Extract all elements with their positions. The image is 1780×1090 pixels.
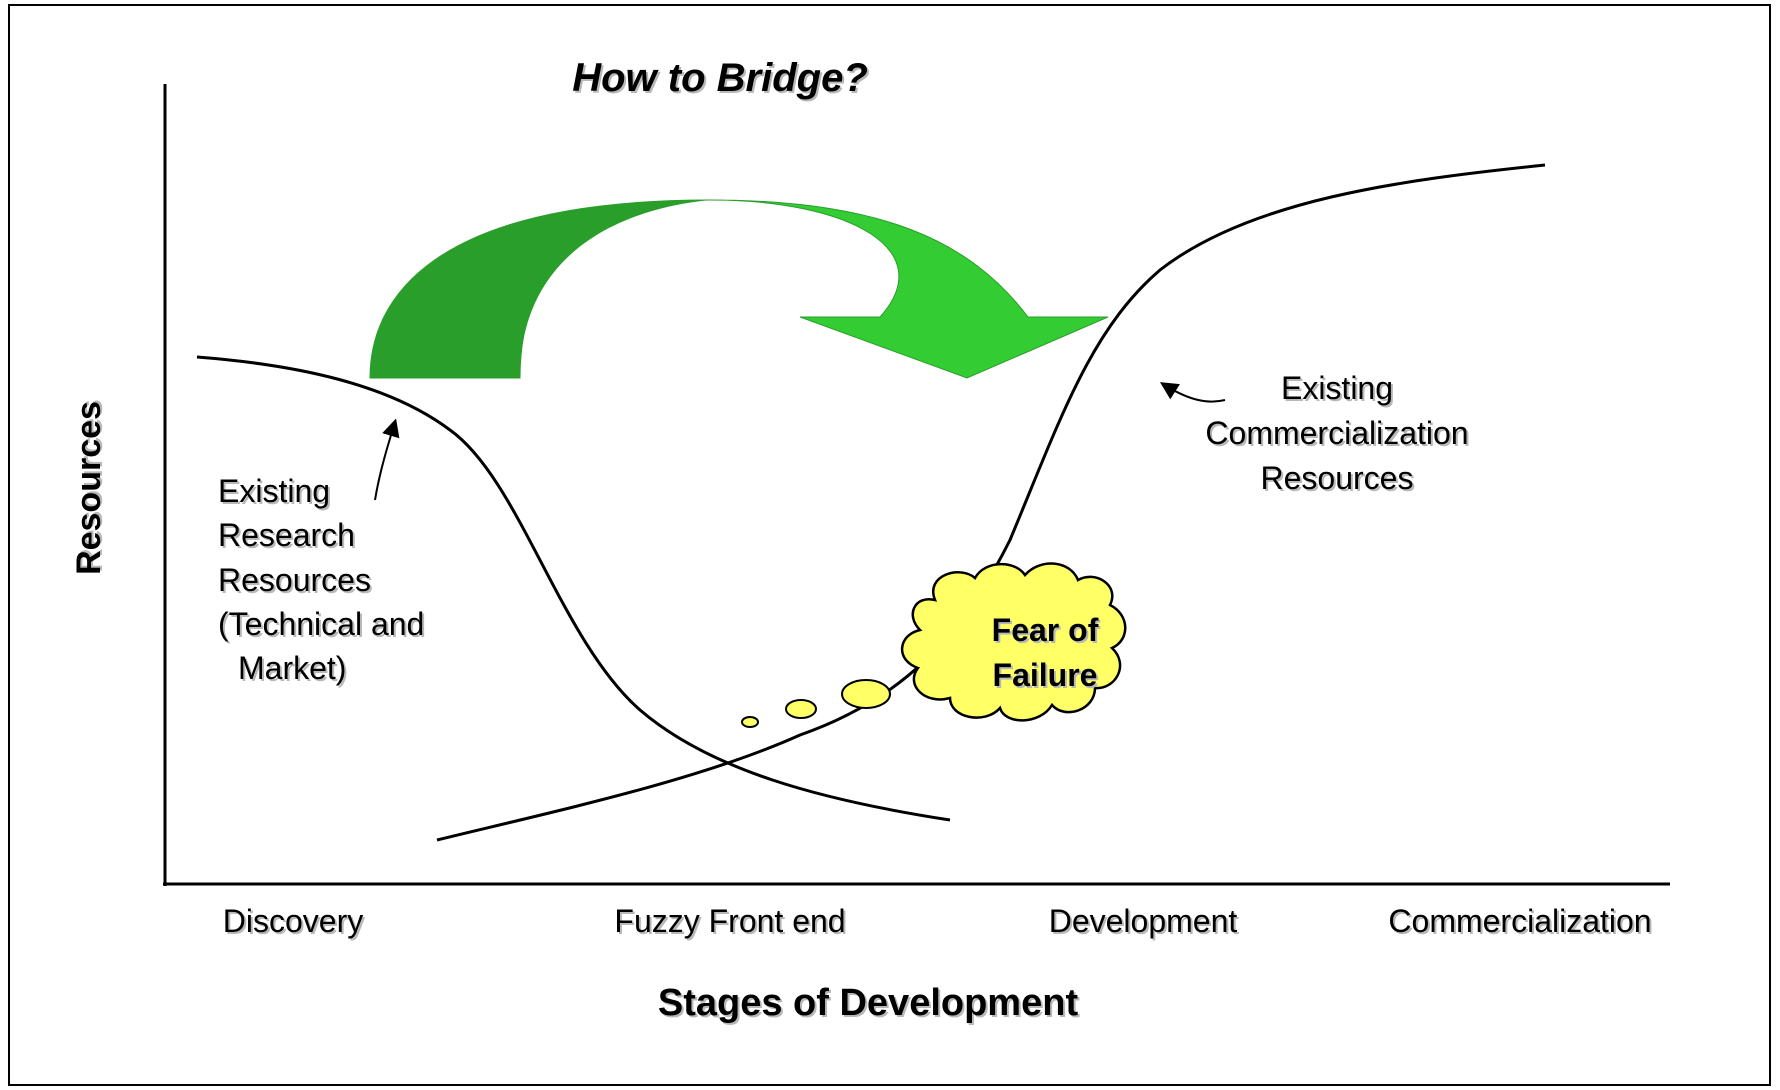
commercialization-label-line-1: Existing (1281, 370, 1393, 406)
x-axis-label: Stages of Development (658, 982, 1079, 1024)
cloud-text-line-1: Fear of (992, 612, 1099, 648)
research-label-line-2: Research (218, 517, 355, 553)
commercialization-resources-label: Existing Commercialization Resources (1205, 370, 1468, 496)
stage-label-fuzzy-front-end: Fuzzy Front end (614, 903, 845, 939)
commercialization-label-line-2: Commercialization (1205, 415, 1468, 451)
research-resources-label: Existing Research Resources (Technical a… (218, 473, 424, 686)
research-label-line-3: Resources (218, 562, 371, 598)
commercialization-label-line-3: Resources (1261, 460, 1414, 496)
research-pointer-arrow (374, 418, 400, 501)
diagram-title: How to Bridge? (572, 56, 868, 100)
thought-bubble-medium (785, 699, 817, 719)
bridge-arrow (369, 199, 1109, 379)
diagram-frame (8, 4, 1771, 1086)
research-resources-curve (196, 355, 951, 822)
research-label-line-4: (Technical and (218, 606, 424, 642)
stage-label-development: Development (1049, 903, 1238, 939)
bridge-arrow-shade (370, 200, 710, 378)
research-label-line-5: Market) (238, 650, 346, 686)
stage-label-commercialization: Commercialization (1388, 903, 1651, 939)
fear-of-failure-cloud: Fear of Failure (900, 562, 1127, 722)
thought-bubble-large (841, 679, 891, 709)
commercialization-pointer-arrow (1159, 382, 1226, 403)
commercialization-resources-curve (436, 163, 1546, 842)
y-axis-label: Resources (70, 401, 108, 575)
thought-bubble-small (741, 716, 759, 728)
research-label-line-1: Existing (218, 473, 330, 509)
cloud-text-line-2: Failure (993, 657, 1098, 693)
stage-label-discovery: Discovery (223, 903, 363, 939)
cloud-shape (900, 562, 1127, 722)
